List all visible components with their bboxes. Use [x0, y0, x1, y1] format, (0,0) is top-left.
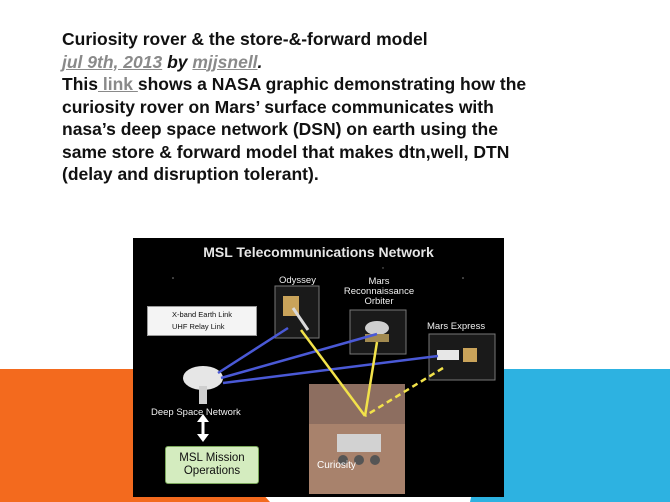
post-meta: jul 9th, 2013 by mjjsnell.	[62, 51, 622, 74]
body-line-4: same store & forward model that makes dt…	[62, 141, 510, 162]
legend-uhf-label: UHF Relay Link	[172, 322, 225, 331]
nasa-graphic-link[interactable]: link	[97, 74, 138, 94]
author-link[interactable]: mjjsnell	[192, 51, 258, 72]
date-link[interactable]: jul 9th, 2013	[62, 51, 163, 72]
mro-label-line1: Mars	[368, 276, 390, 287]
body-line-2: curiosity rover on Mars’ surface communi…	[62, 96, 494, 117]
dsn-label: Deep Space Network	[151, 407, 241, 418]
mro-orbiter-icon	[365, 321, 389, 335]
body-line-3: nasa’s deep space network (DSN) on earth…	[62, 119, 498, 139]
xband-link-mro	[220, 332, 378, 380]
curiosity-label: Curiosity	[317, 460, 356, 471]
blue-band	[470, 369, 670, 502]
body-prefix: This	[62, 74, 98, 94]
body-line-1-rest: shows a NASA graphic demonstrating how t…	[137, 74, 527, 94]
uhf-link-mars-express	[364, 366, 444, 418]
mro-label: Mars Reconnaissance Orbiter	[339, 277, 419, 307]
figure-legend: X-band Earth Link UHF Relay Link	[147, 306, 257, 336]
dsn-dish-icon	[183, 366, 223, 390]
figure-title: MSL Telecommunications Network	[203, 244, 434, 260]
msl-network-figure: MSL Telecommunications Network X-band Ea…	[133, 238, 504, 497]
uhf-link-odyssey	[299, 329, 367, 417]
mars-express-label: Mars Express	[427, 321, 486, 332]
meta-period: .	[257, 51, 263, 72]
slide-heading: Curiosity rover & the store-&-forward mo…	[62, 29, 428, 49]
xband-link-odyssey	[217, 326, 289, 375]
ops-line2: Operations	[183, 465, 241, 477]
mro-label-line2: Reconnaissance	[343, 286, 415, 297]
mission-operations-box: MSL Mission Operations	[165, 446, 259, 484]
mars-express-orbiter-icon	[437, 350, 459, 360]
legend-xband-label: X-band Earth Link	[172, 310, 233, 319]
odyssey-label: Odyssey	[279, 275, 316, 286]
by-text: by	[167, 51, 188, 72]
body-line-1: This link shows a NASA graphic demonstra…	[62, 73, 622, 96]
uhf-link-mro	[363, 341, 379, 417]
mro-label-line3: Orbiter	[364, 296, 394, 307]
curiosity-rover-icon	[337, 434, 381, 452]
mro-image	[349, 309, 407, 355]
figure-graphics	[153, 267, 496, 494]
ops-line1: MSL Mission	[179, 452, 245, 464]
body-line-5: (delay and disruption tolerant).	[62, 164, 319, 184]
slide-text: Curiosity rover & the store-&-forward mo…	[62, 28, 622, 186]
